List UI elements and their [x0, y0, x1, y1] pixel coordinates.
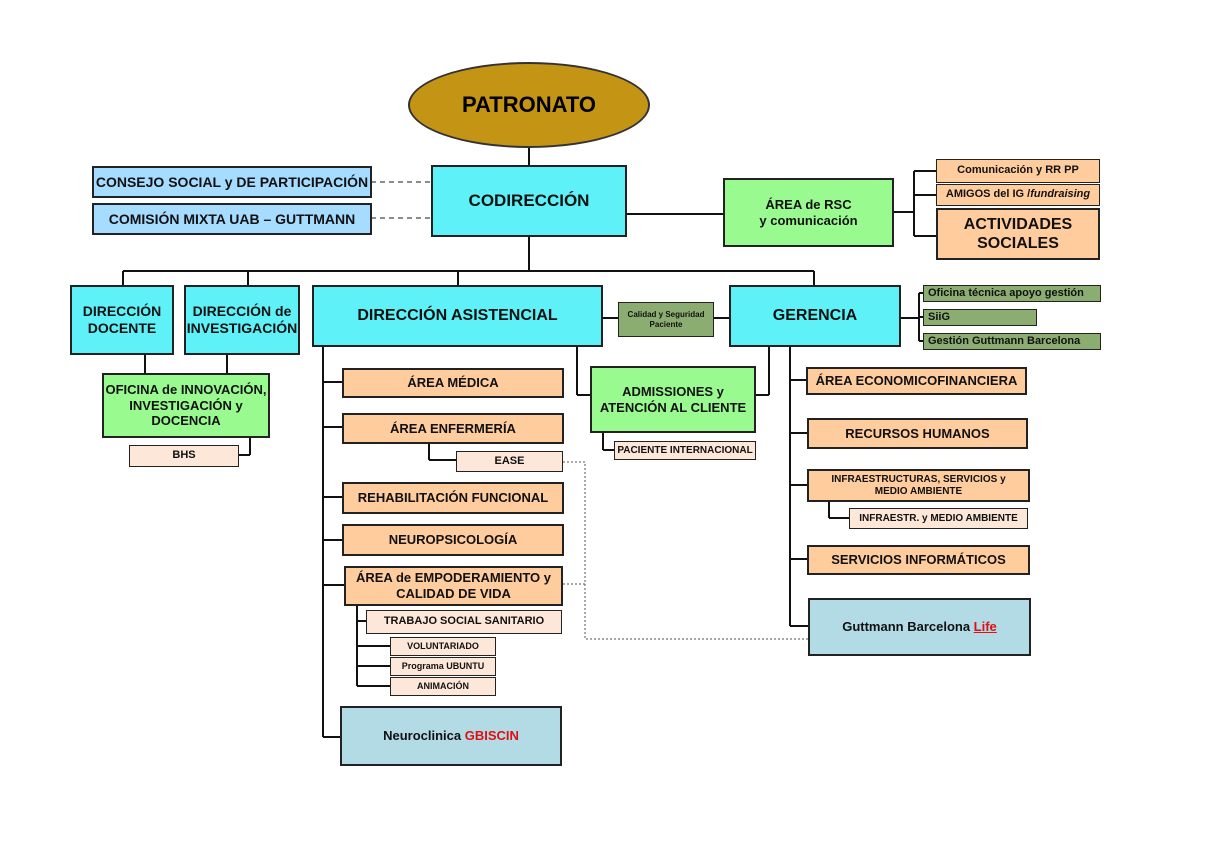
amigos-prefix: AMIGOS del IG / [945, 188, 1031, 201]
empoderamiento-line2: CALIDAD DE VIDA [396, 586, 511, 601]
admisiones-line1: ADMISSIONES y [622, 383, 724, 399]
oficina-line1: OFICINA de INNOVACIÓN, [105, 382, 267, 398]
infraestr-medio-ambiente-node: INFRAESTR. y MEDIO AMBIENTE [849, 508, 1028, 529]
rsc-line1: ÁREA de RSC [765, 196, 852, 212]
neuroclinica-node: Neuroclinica GBISCIN [340, 706, 562, 766]
amigos-node: AMIGOS del IG / fundraising [936, 184, 1100, 206]
oficina-innovacion-node: OFICINA de INNOVACIÓN, INVESTIGACIÓN y D… [102, 373, 270, 438]
investigacion-line2: INVESTIGACIÓN [186, 320, 298, 336]
siig-node: SiiG [923, 309, 1037, 326]
infra-line2: MEDIO AMBIENTE [874, 485, 963, 497]
actividades-sociales-node: ACTIVIDADES SOCIALES [936, 208, 1100, 260]
guttmann-life-node: Guttmann Barcelona Life [808, 598, 1031, 656]
servicios-informaticos-node: SERVICIOS INFORMÁTICOS [807, 545, 1030, 575]
comunicacion-node: Comunicación y RR PP [936, 159, 1100, 183]
neuroclinica-prefix: Neuroclinica [383, 728, 465, 744]
neuropsicologia-node: NEUROPSICOLOGÍA [342, 524, 564, 556]
infra-line1: INFRAESTRUCTURAS, SERVICIOS y [831, 473, 1006, 485]
ease-node: EASE [456, 451, 563, 472]
oficina-line2: INVESTIGACIÓN y [129, 397, 243, 413]
rsc-line2: y comunicación [759, 212, 858, 228]
direccion-asistencial-node: DIRECCIÓN ASISTENCIAL [312, 285, 603, 347]
actividades-line2: SOCIALES [977, 235, 1059, 252]
investigacion-line1: DIRECCIÓN de [192, 303, 292, 320]
comision-mixta-node: COMISIÓN MIXTA UAB – GUTTMANN [92, 203, 372, 235]
calidad-seguridad-node: Calidad y Seguridad Paciente [618, 302, 714, 337]
actividades-line1: ACTIVIDADES [963, 215, 1073, 233]
rsc-node: ÁREA de RSC y comunicación [723, 178, 894, 247]
consejo-social-node: CONSEJO SOCIAL y DE PARTICIPACIÓN [92, 166, 372, 198]
patronato-node: PATRONATO [408, 62, 650, 148]
empoderamiento-line1: ÁREA de EMPODERAMIENTO y [355, 570, 552, 586]
recursos-humanos-node: RECURSOS HUMANOS [807, 418, 1028, 449]
bhs-node: BHS [129, 445, 239, 467]
infraestructuras-node: INFRAESTRUCTURAS, SERVICIOS y MEDIO AMBI… [807, 469, 1030, 502]
area-economicofinanciera-node: ÁREA ECONOMICOFINANCIERA [806, 367, 1027, 395]
amigos-suffix: fundraising [1030, 188, 1091, 201]
life-suffix: Life [973, 619, 997, 635]
empoderamiento-node: ÁREA de EMPODERAMIENTO y CALIDAD DE VIDA [344, 566, 563, 606]
calidad-line1: Calidad y Seguridad [627, 309, 705, 319]
direccion-docente-node: DIRECCIÓN DOCENTE [70, 285, 174, 355]
admisiones-line2: ATENCIÓN AL CLIENTE [599, 399, 747, 415]
trabajo-social-node: TRABAJO SOCIAL SANITARIO [366, 610, 562, 634]
codireccion-node: CODIRECCIÓN [431, 165, 627, 237]
oficina-tecnica-node: Oficina técnica apoyo gestión [923, 285, 1101, 302]
calidad-line2: Paciente [649, 319, 683, 329]
admisiones-node: ADMISSIONES y ATENCIÓN AL CLIENTE [590, 366, 756, 433]
paciente-internacional-node: PACIENTE INTERNACIONAL [614, 441, 756, 460]
docente-line1: DIRECCIÓN [82, 303, 162, 320]
ubuntu-node: Programa UBUNTU [390, 657, 496, 676]
area-enfermeria-node: ÁREA ENFERMERÍA [342, 413, 564, 444]
direccion-investigacion-node: DIRECCIÓN de INVESTIGACIÓN [184, 285, 300, 355]
docente-line2: DOCENTE [87, 320, 157, 336]
gerencia-node: GERENCIA [729, 285, 901, 347]
rehabilitacion-node: REHABILITACIÓN FUNCIONAL [342, 482, 564, 514]
gestion-barcelona-node: Gestión Guttmann Barcelona [923, 333, 1101, 350]
neuroclinica-suffix: GBISCIN [464, 728, 519, 744]
life-prefix: Guttmann Barcelona [842, 619, 974, 635]
area-medica-node: ÁREA MÉDICA [342, 368, 564, 398]
voluntariado-node: VOLUNTARIADO [390, 637, 496, 656]
animacion-node: ANIMACIÓN [390, 677, 496, 696]
oficina-line3: DOCENCIA [151, 413, 221, 429]
